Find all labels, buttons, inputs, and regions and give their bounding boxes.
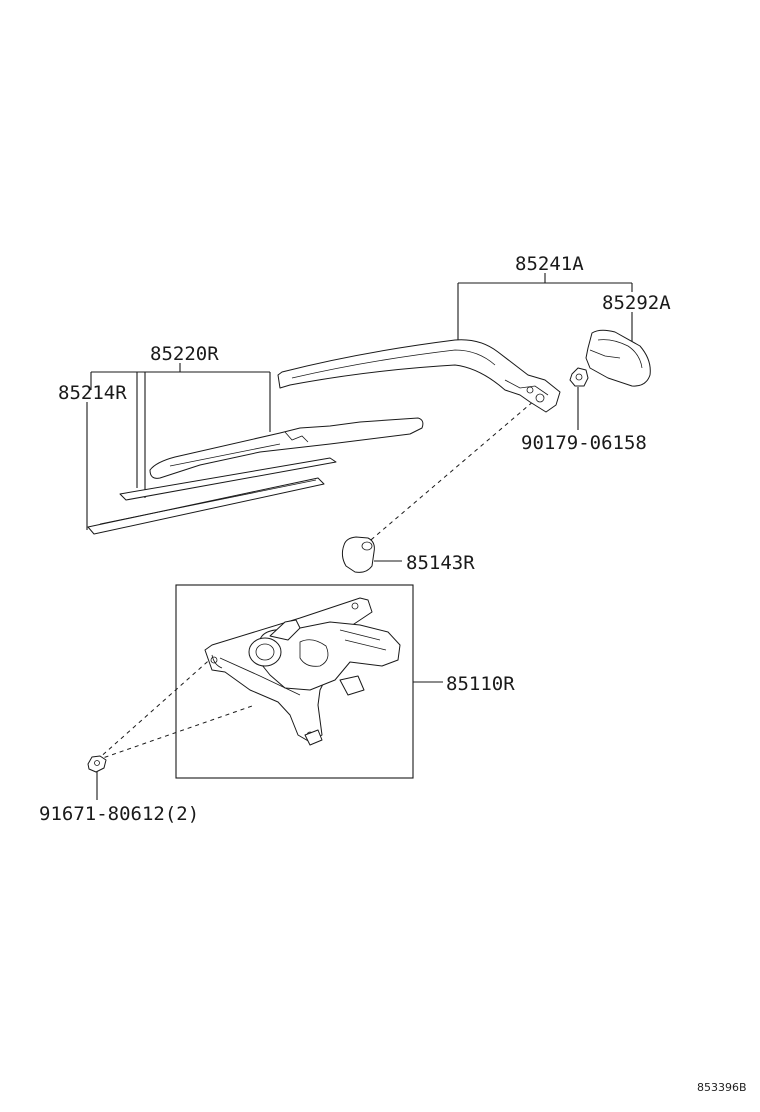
pivot-cap-illustration <box>341 536 375 573</box>
label-nut: 90179-06158 <box>521 432 647 454</box>
label-arm-assembly: 85241A <box>515 253 584 275</box>
diagram-code: 853396B <box>697 1081 747 1094</box>
label-blade: 85220R <box>150 343 219 365</box>
blade-bracket <box>91 363 271 498</box>
blade-rubber-illustration <box>87 457 337 535</box>
label-pivot-cap: 85143R <box>406 552 475 574</box>
wiper-blade-illustration <box>149 417 424 479</box>
bolt-alignment-line-upper <box>96 654 216 761</box>
wiper-motor-illustration <box>204 597 401 746</box>
label-motor-assembly: 85110R <box>446 673 515 695</box>
bolt-illustration <box>87 755 107 773</box>
arm-cover-illustration <box>585 329 651 387</box>
label-arm-cover: 85292A <box>602 292 671 314</box>
label-bolt: 91671-80612(2) <box>39 803 199 825</box>
blade-rubber-bracket <box>86 372 92 530</box>
label-blade-rubber: 85214R <box>58 382 127 404</box>
motor-assembly-box <box>175 584 414 779</box>
pivot-alignment-line <box>364 399 536 546</box>
wiper-arm-illustration <box>277 339 561 413</box>
nut-illustration <box>569 367 589 387</box>
arm-assembly-bracket <box>457 273 633 340</box>
